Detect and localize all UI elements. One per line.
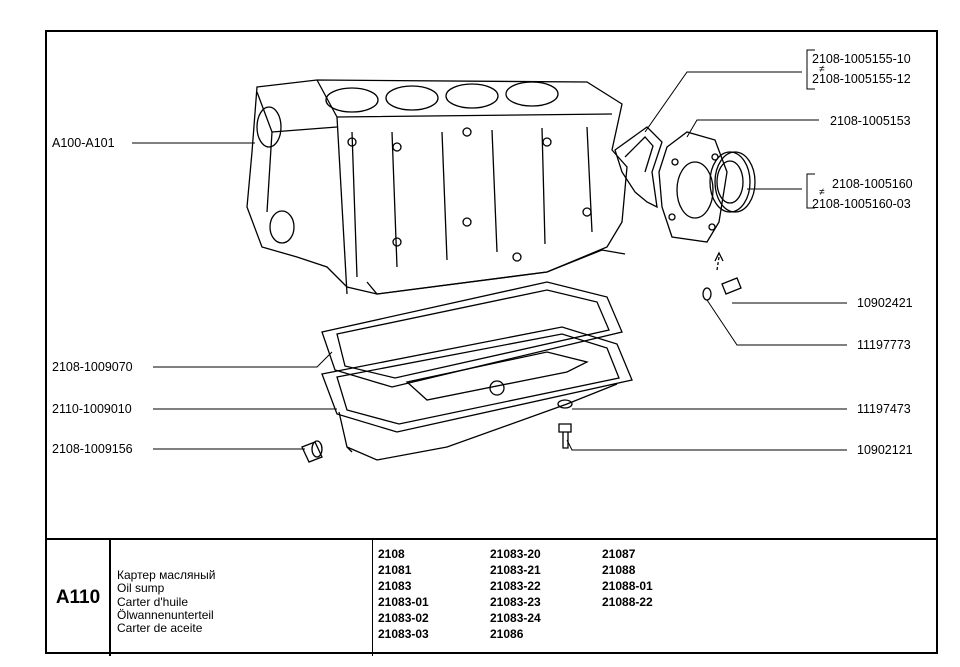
title-block: A110 Картер масляный Oil sump Carter d'h… [47,538,936,656]
model-item: 21083 [378,579,412,593]
not-equal-symbol: ≠ [819,187,825,198]
model-column-2: 21083-20 21083-21 21083-22 21083-23 2108… [490,546,600,642]
model-item: 21083-20 [490,547,541,561]
callout-plug-washer: 11197473 [857,402,911,416]
callout-block: A100-A101 [52,136,115,150]
model-item: 2108 [378,547,405,561]
callout-cover-a: 2108-1005155-10 [812,52,911,66]
callout-seal-holder: 2108-1005153 [830,114,911,128]
rear-cover-gasket-illustration [614,126,663,209]
callout-sump-gasket: 2108-1009070 [52,360,133,374]
model-item: 21087 [602,547,636,561]
model-item: 21083-23 [490,595,541,609]
leader-lines [132,49,847,451]
callout-washer: 11197773 [857,338,911,352]
sump-gasket-illustration [321,281,623,388]
model-item: 21088-01 [602,579,653,593]
drain-plug-illustration [301,440,323,463]
title-ru: Картер масляный [117,568,216,582]
model-item: 21083-21 [490,563,541,577]
model-item: 21088 [602,563,636,577]
engine-block-illustration [246,79,628,295]
plug-illustration [557,399,573,449]
section-code: A110 [47,540,111,656]
part-title-list: Картер масляный Oil sump Carter d'huile … [117,568,367,636]
model-item: 21088-22 [602,595,653,609]
callout-cover-b: 2108-1005155-12 [812,72,911,86]
model-column-3: 21087 21088 21088-01 21088-22 [602,546,712,610]
callout-plug: 10902121 [857,443,913,457]
model-item: 21083-22 [490,579,541,593]
model-item: 21081 [378,563,412,577]
callout-drain-plug: 2108-1009156 [52,442,133,456]
model-item: 21086 [490,627,524,641]
oil-sump-illustration [321,326,633,461]
title-fr: Carter d'huile [117,594,188,609]
model-list: 2108 21081 21083 21083-01 21083-02 21083… [372,540,653,656]
callout-seal-a: 2108-1005160 [832,177,913,191]
seal-holder-illustration [658,131,728,243]
not-equal-symbol: ≠ [819,64,825,75]
oil-seal-illustration [709,151,756,213]
title-en: Oil sump [117,581,165,596]
model-item: 21083-02 [378,611,429,625]
bolt-illustration [702,251,742,301]
callout-bolt: 10902421 [857,296,913,310]
model-item: 21083-24 [490,611,541,625]
model-column-1: 2108 21081 21083 21083-01 21083-02 21083… [378,546,488,642]
callout-seal-b: 2108-1005160-03 [812,197,911,211]
model-item: 21083-01 [378,595,429,609]
callout-sump: 2110-1009010 [52,402,132,416]
title-es: Carter de aceite [117,621,203,636]
title-de: Ölwannenunterteil [117,607,214,622]
parts-sheet: ≠ ≠ A100-A101 2108-1009070 2110-1009010 … [45,30,938,656]
exploded-view-drawing: ≠ ≠ [132,49,847,463]
model-item: 21083-03 [378,627,429,641]
